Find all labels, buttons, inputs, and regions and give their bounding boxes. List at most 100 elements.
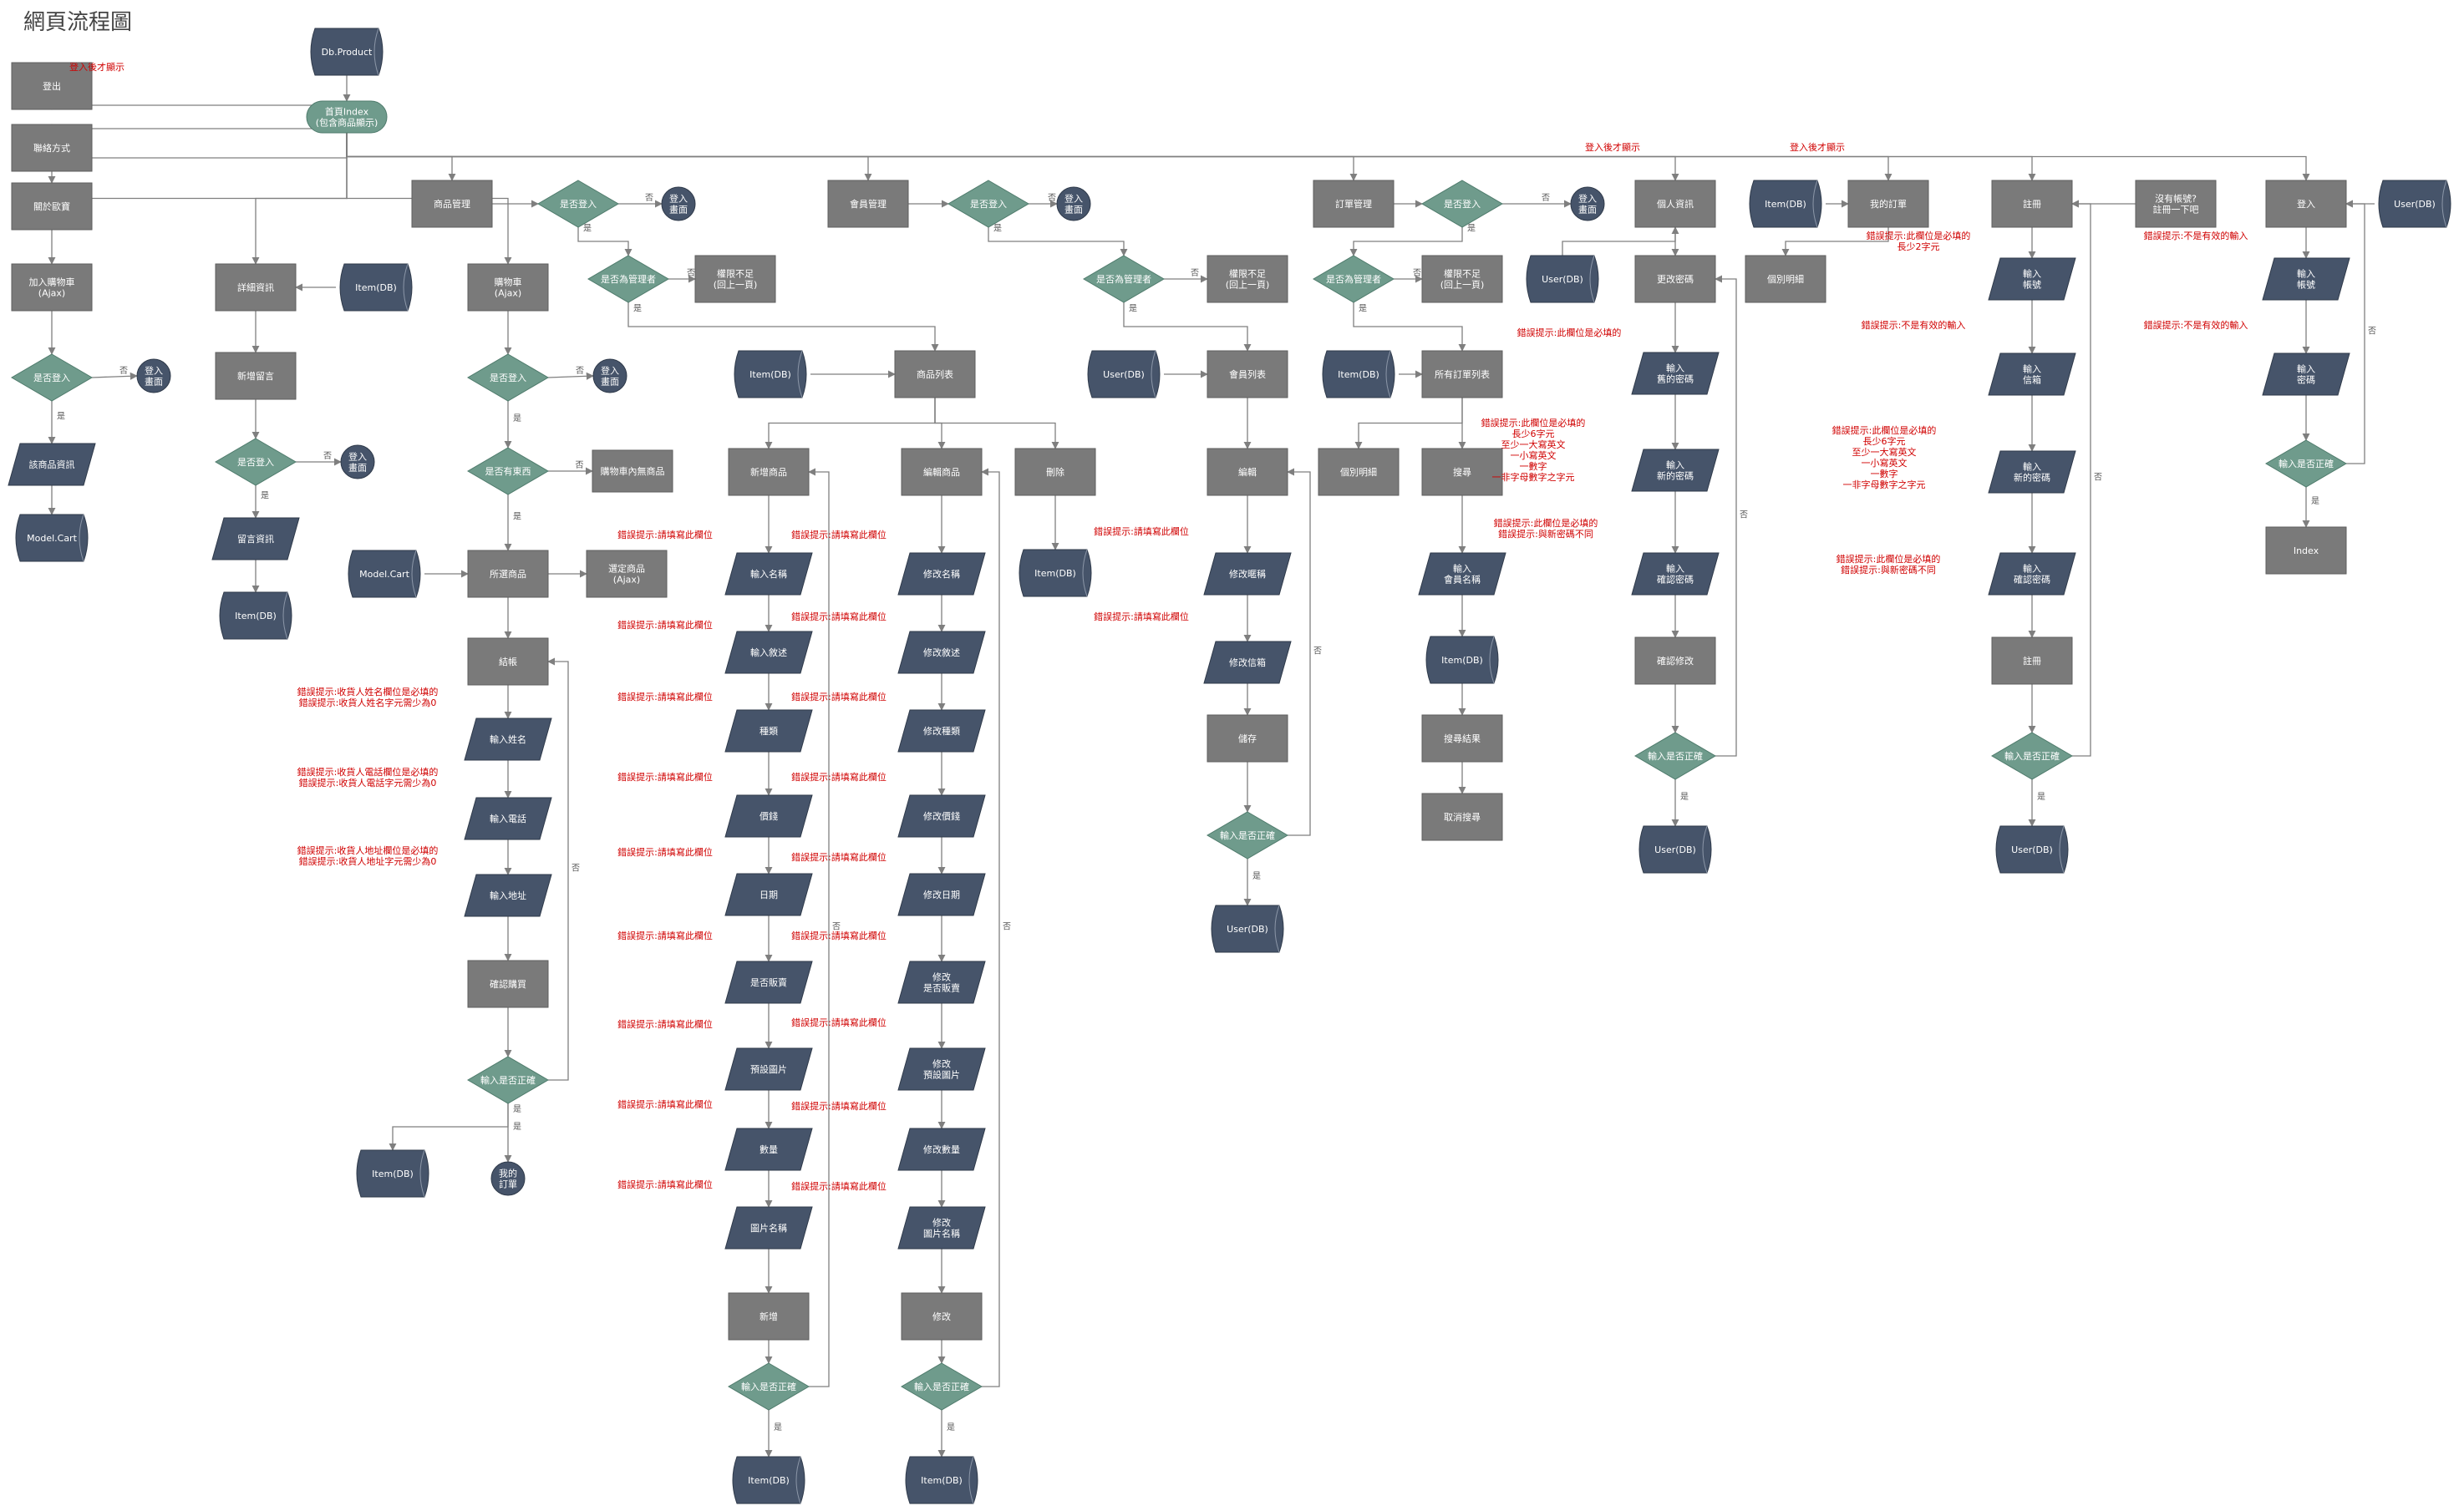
user_db_e-label: User(DB) — [2011, 844, 2053, 855]
node-d_admin1: 是否為管理者 — [587, 255, 669, 303]
node-item_db_d: Item(DB) — [734, 350, 807, 398]
node-changepwd[interactable]: 更改密碼 — [1634, 255, 1716, 303]
node-checkout[interactable]: 結帳 — [467, 637, 549, 686]
node-orderdetail2[interactable]: 個別明細 — [1745, 255, 1826, 303]
item_db_c-label: Item(DB) — [372, 1169, 414, 1179]
error-note: 錯誤提示:此欄位是必填的長少6字元至少一大寫英文一小寫英文一數字一非字母數字之字… — [1832, 424, 1937, 490]
node-addprod[interactable]: 新增商品 — [728, 448, 810, 496]
node-item_db_b: Item(DB) — [219, 591, 292, 640]
edge-label-yes: 是 — [513, 1122, 521, 1132]
node-addcomment[interactable]: 新增留言 — [215, 352, 297, 400]
checkout-label: 結帳 — [499, 656, 517, 667]
node-orderlist[interactable]: 所有訂單列表 — [1421, 350, 1503, 398]
error-note: 錯誤提示:請填寫此欄位 — [791, 1017, 887, 1028]
node-memberlist[interactable]: 會員列表 — [1207, 350, 1288, 398]
noaccount-label: 沒有帳號?註冊一下吧 — [2153, 193, 2199, 216]
node-myorders[interactable]: 我的訂單 — [1847, 180, 1929, 228]
node-profile[interactable]: 個人資訊 — [1634, 180, 1716, 228]
node-cart[interactable]: 購物車(Ajax) — [467, 263, 549, 312]
node-c_login5[interactable]: 登入畫面 — [1056, 186, 1091, 221]
orderdetail2-label: 個別明細 — [1767, 274, 1804, 285]
error-note: 錯誤提示:請填寫此欄位 — [617, 1098, 713, 1110]
node-ordermgmt[interactable]: 訂單管理 — [1313, 180, 1395, 228]
error-note: 登入後才顯示 — [1585, 141, 1640, 153]
node-prodlist[interactable]: 商品列表 — [894, 350, 976, 398]
node-logout[interactable]: 登出 — [11, 62, 93, 110]
node-noaccount[interactable]: 沒有帳號?註冊一下吧 — [2135, 180, 2217, 228]
node-selected[interactable]: 所選商品 — [467, 550, 549, 598]
edge-prodlist-addprod — [765, 398, 936, 449]
node-d_login6: 是否登入 — [1421, 180, 1503, 228]
node-orderdetail[interactable]: 個別明細 — [1318, 448, 1400, 496]
node-a8: 數量 — [724, 1128, 813, 1171]
node-noperm3[interactable]: 權限不足(回上一頁) — [1421, 255, 1503, 303]
node-search[interactable]: 搜尋 — [1421, 448, 1503, 496]
node-membermgmt[interactable]: 會員管理 — [827, 180, 909, 228]
node-cancelsearch[interactable]: 取消搜尋 — [1421, 793, 1503, 841]
node-noperm1[interactable]: 權限不足(回上一頁) — [694, 255, 776, 303]
node-savemember[interactable]: 儲存 — [1207, 714, 1288, 763]
node-c_login2[interactable]: 登入畫面 — [340, 444, 375, 479]
node-regbtn[interactable]: 註冊 — [1991, 636, 2073, 685]
p_name-label: 輸入姓名 — [490, 733, 526, 745]
node-c_login1[interactable]: 登入畫面 — [136, 358, 171, 393]
node-about[interactable]: 關於歐寶 — [11, 182, 93, 231]
p_login_acc-label: 輸入帳號 — [2297, 268, 2315, 291]
node-editbtn[interactable]: 修改 — [901, 1292, 983, 1341]
node-delprod[interactable]: 刪除 — [1014, 448, 1096, 496]
node-removeitem[interactable]: 選定商品(Ajax) — [586, 550, 668, 598]
confirmchange-label: 確認修改 — [1657, 655, 1694, 667]
node-p_oldpwd: 輸入舊的密碼 — [1631, 352, 1720, 395]
node-cart_items[interactable]: 購物車內無商品 — [592, 449, 673, 493]
node-item_db_h: Item(DB) — [1322, 350, 1395, 398]
edge-label-no: 否 — [1413, 268, 1421, 278]
node-confirmbuy[interactable]: 確認購買 — [467, 960, 549, 1008]
node-editmember[interactable]: 編輯 — [1207, 448, 1288, 496]
item_db_g-label: Item(DB) — [921, 1475, 963, 1486]
node-register[interactable]: 註冊 — [1991, 180, 2073, 228]
edge-label-no: 否 — [1003, 922, 1011, 932]
edge-label-no: 否 — [2368, 327, 2376, 337]
node-addbtn[interactable]: 新增 — [728, 1292, 810, 1341]
edge-label-yes: 是 — [1252, 871, 1261, 881]
logout-label: 登出 — [43, 80, 61, 92]
node-e7: 修改預設圖片 — [897, 1047, 986, 1091]
flow-edges: 否是否是否是否是是是否是否是是是否是否是是否是否是是是是否否否否否否否 — [48, 75, 2376, 1458]
node-noperm2[interactable]: 權限不足(回上一頁) — [1207, 255, 1288, 303]
search-label: 搜尋 — [1453, 466, 1471, 478]
node-c_login4[interactable]: 登入畫面 — [661, 186, 696, 221]
edge-d_login4-d_admin1 — [577, 227, 633, 256]
node-index[interactable]: Index — [2265, 526, 2347, 575]
node-detailinfo[interactable]: 詳細資訊 — [215, 263, 297, 312]
node-c_login6[interactable]: 登入畫面 — [1570, 186, 1605, 221]
edge-d_login3-c_login3 — [547, 372, 594, 380]
e2-label: 修改敘述 — [923, 647, 960, 658]
e6-label: 修改是否販賣 — [923, 971, 960, 994]
error-note: 登入後才顯示 — [1790, 141, 1845, 153]
node-confirmchange[interactable]: 確認修改 — [1634, 636, 1716, 685]
detailinfo-label: 詳細資訊 — [237, 281, 274, 293]
node-c_login3[interactable]: 登入畫面 — [592, 358, 627, 393]
edge-label-no: 否 — [576, 366, 584, 376]
error-note: 錯誤提示:收貨人電話欄位是必填的錯誤提示:收貨人電話字元需少為0 — [297, 766, 439, 788]
node-prodmgmt[interactable]: 商品管理 — [411, 180, 493, 228]
node-editprod[interactable]: 編輯商品 — [901, 448, 983, 496]
node-c_myorder[interactable]: 我的訂單 — [490, 1161, 526, 1196]
edge-d_valid1-item_db_c — [389, 1103, 509, 1151]
ordermgmt-label: 訂單管理 — [1335, 198, 1372, 210]
node-contact[interactable]: 聯絡方式 — [11, 124, 93, 172]
item_db_h-label: Item(DB) — [1338, 369, 1379, 380]
node-addcart[interactable]: 加入購物車(Ajax) — [11, 263, 93, 312]
addbtn-label: 新增 — [760, 1311, 778, 1322]
searchresult-label: 搜尋結果 — [1444, 733, 1481, 744]
node-e9: 修改圖片名稱 — [897, 1206, 986, 1250]
node-home[interactable]: 首頁Index(包含商品顯示) — [306, 100, 388, 134]
removeitem-label: 選定商品(Ajax) — [608, 563, 645, 586]
noperm2-label: 權限不足(回上一頁) — [1226, 269, 1270, 291]
node-login[interactable]: 登入 — [2265, 180, 2347, 228]
d_login6-label: 是否登入 — [1444, 198, 1481, 210]
node-searchresult[interactable]: 搜尋結果 — [1421, 714, 1503, 763]
c_login5-label: 登入畫面 — [1064, 193, 1083, 216]
a2-label: 輸入敘述 — [750, 647, 787, 658]
node-e8: 修改數量 — [897, 1128, 986, 1171]
